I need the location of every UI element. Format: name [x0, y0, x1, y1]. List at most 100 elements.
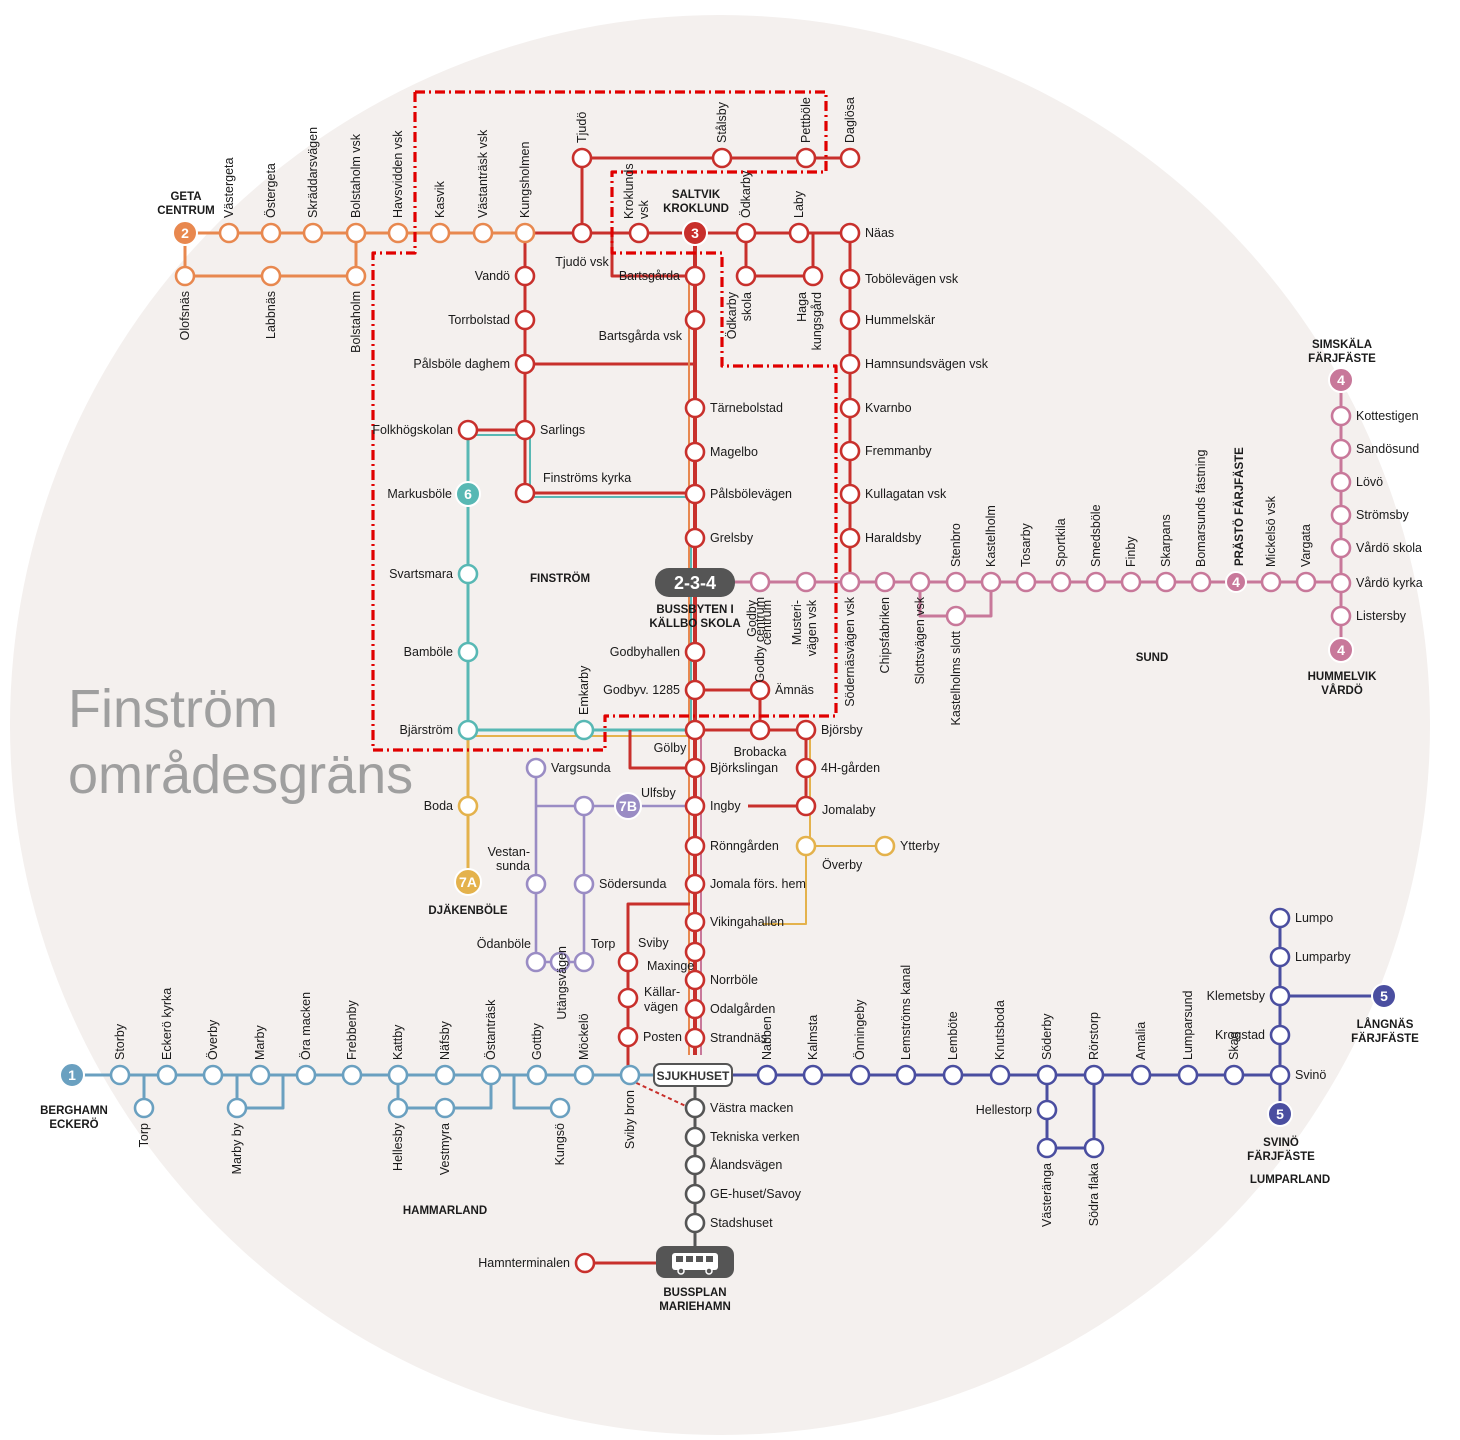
stop-nafsby[interactable]	[434, 1064, 456, 1086]
stop-overby[interactable]	[795, 835, 817, 857]
stop-ostantrask[interactable]	[480, 1064, 502, 1086]
terminal-4-prasto-badge[interactable]	[1225, 571, 1247, 593]
stop-kattby[interactable]	[387, 1064, 409, 1086]
stop-havsvidden-vsk[interactable]	[387, 222, 409, 244]
stop-sportkila[interactable]	[1050, 571, 1072, 593]
stop-bjorkslingan[interactable]	[684, 757, 706, 779]
stop-route-7b-cross[interactable]	[573, 795, 595, 817]
stop-knutsboda[interactable]	[989, 1064, 1011, 1086]
terminal-4-hummelvik-badge[interactable]	[1328, 637, 1354, 663]
stop-krogstad[interactable]	[1269, 1024, 1291, 1046]
stop-bambole[interactable]	[457, 641, 479, 663]
stop-haga-kungsgard[interactable]	[802, 265, 824, 287]
stop-bjorsby[interactable]	[795, 719, 817, 741]
stop-odkarby-skola[interactable]	[735, 265, 757, 287]
stop-stadshuset[interactable]	[684, 1212, 706, 1234]
stop-kungso[interactable]	[549, 1097, 571, 1119]
stop-olofsnas[interactable]	[174, 265, 196, 287]
terminal-7a-badge[interactable]	[454, 868, 482, 896]
stop-kallar-vagen[interactable]	[617, 987, 639, 1009]
stop-stromsby[interactable]	[1330, 504, 1352, 526]
stop-magelbo[interactable]	[684, 441, 706, 463]
stop-brobacka[interactable]	[749, 719, 771, 741]
stop-frebbenby[interactable]	[341, 1064, 363, 1086]
stop-ostergeta[interactable]	[260, 222, 282, 244]
stop-stalsby[interactable]	[711, 147, 733, 169]
stop-smedsbole[interactable]	[1085, 571, 1107, 593]
stop-skag[interactable]	[1223, 1064, 1245, 1086]
stop-bjarstrom[interactable]	[457, 719, 479, 741]
stop-boda[interactable]	[457, 795, 479, 817]
stop-finby[interactable]	[1120, 571, 1142, 593]
stop-odkarby[interactable]	[735, 222, 757, 244]
stop-alandsvagen[interactable]	[684, 1154, 706, 1176]
stop-lumpo[interactable]	[1269, 907, 1291, 929]
stop-labbnas[interactable]	[260, 265, 282, 287]
stop-norrbole[interactable]	[684, 969, 706, 991]
stop-godbyv-1285[interactable]	[684, 679, 706, 701]
stop-vardo-kyrka[interactable]	[1330, 572, 1352, 594]
stop-haraldsby[interactable]	[839, 527, 861, 549]
stop-stenbro[interactable]	[945, 571, 967, 593]
stop-godbyhallen[interactable]	[684, 641, 706, 663]
stop-hellesby[interactable]	[387, 1097, 409, 1119]
stop-fremmanby[interactable]	[839, 440, 861, 462]
stop-4h-garden[interactable]	[795, 757, 817, 779]
stop-mockelo[interactable]	[573, 1064, 595, 1086]
stop-lembote[interactable]	[942, 1064, 964, 1086]
stop-marby-by[interactable]	[226, 1097, 248, 1119]
sjukhuset-badge[interactable]	[653, 1063, 733, 1087]
stop-godby-centrum[interactable]	[749, 571, 771, 593]
stop-lumparby[interactable]	[1269, 946, 1291, 968]
stop-jomalaby[interactable]	[795, 795, 817, 817]
stop-tjudo[interactable]	[571, 147, 593, 169]
stop-lemstroms-kanal[interactable]	[895, 1064, 917, 1086]
stop-bartsgarda[interactable]	[684, 265, 706, 287]
terminal-2-badge[interactable]	[172, 220, 198, 246]
terminal-4-simskala-badge[interactable]	[1328, 367, 1354, 393]
stop-lovo[interactable]	[1330, 471, 1352, 493]
stop-vargata[interactable]	[1295, 571, 1317, 593]
stop-jomala-fors-hem[interactable]	[684, 873, 706, 895]
stop-strandnas[interactable]	[684, 1027, 706, 1049]
stop-nabben[interactable]	[756, 1064, 778, 1086]
stop-maxinge[interactable]	[684, 941, 706, 963]
stop-sodersunda[interactable]	[573, 873, 595, 895]
stop-vardo-skola[interactable]	[1330, 537, 1352, 559]
stop-finstroms-kyrka[interactable]	[514, 482, 536, 504]
stop-svino[interactable]	[1269, 1064, 1291, 1086]
stop-kungsholmen[interactable]	[514, 222, 536, 244]
stop-storby[interactable]	[109, 1064, 131, 1086]
stop-torrbolstad[interactable]	[514, 309, 536, 331]
stop-vestmyra[interactable]	[434, 1097, 456, 1119]
stop-bomarsunds-fastning[interactable]	[1190, 571, 1212, 593]
stop-folkhogskolan[interactable]	[457, 419, 479, 441]
stop-slottsvagen-vsk[interactable]	[909, 571, 931, 593]
stop-torp[interactable]	[133, 1097, 155, 1119]
stop-marby[interactable]	[249, 1064, 271, 1086]
stop-musteri-vagen-vsk[interactable]	[795, 571, 817, 593]
stop-ora-macken[interactable]	[295, 1064, 317, 1086]
stop-sodra-flaka[interactable]	[1083, 1137, 1105, 1159]
stop-onningeby[interactable]	[849, 1064, 871, 1086]
stop-tosarby[interactable]	[1015, 571, 1037, 593]
stop-amnas[interactable]	[749, 679, 771, 701]
stop-kullagatan-vsk[interactable]	[839, 483, 861, 505]
stop-listersby[interactable]	[1330, 605, 1352, 627]
stop-kvarnbo[interactable]	[839, 397, 861, 419]
stop-vikingahallen[interactable]	[684, 911, 706, 933]
stop-tekniska-verken[interactable]	[684, 1126, 706, 1148]
stop-chipsfabriken[interactable]	[874, 571, 896, 593]
terminal-7b-badge[interactable]	[614, 792, 642, 820]
stop-svartsmara[interactable]	[457, 563, 479, 585]
terminal-3-badge[interactable]	[682, 220, 708, 246]
stop-rorstorp[interactable]	[1083, 1064, 1105, 1086]
stop-skraddarsvagen[interactable]	[302, 222, 324, 244]
hub-2-3-4-badge[interactable]	[655, 568, 735, 597]
terminal-1-badge[interactable]	[59, 1062, 85, 1088]
stop-hellestorp[interactable]	[1036, 1099, 1058, 1121]
stop-bolstaholm[interactable]	[345, 265, 367, 287]
terminal-6-badge[interactable]	[455, 481, 481, 507]
stop-hummelskar[interactable]	[839, 309, 861, 331]
stop-sandosund[interactable]	[1330, 438, 1352, 460]
